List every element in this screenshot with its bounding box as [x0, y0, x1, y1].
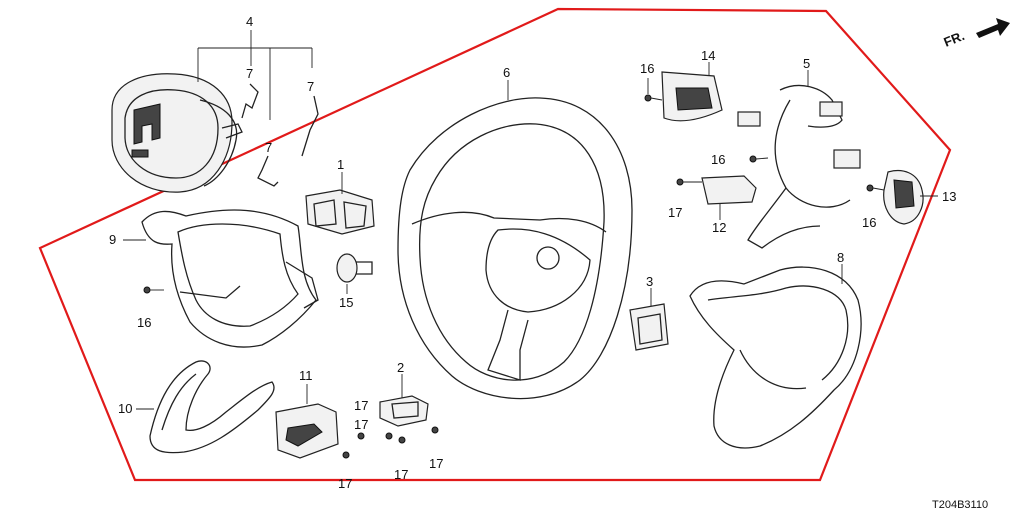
part-switch-11: [275, 403, 339, 459]
callout-16-c: 16: [862, 215, 876, 230]
callout-4: 4: [246, 14, 253, 29]
callout-10: 10: [118, 401, 132, 416]
screw-17-b: [357, 432, 365, 440]
front-direction-arrow: FR.: [942, 18, 1010, 50]
part-bracket-2: [379, 395, 429, 427]
part-connector-12: [701, 175, 757, 205]
part-steering-wheel: [397, 97, 633, 400]
screw-16-a: [644, 94, 663, 102]
callout-13: 13: [942, 189, 956, 204]
callout-17-f: 17: [429, 456, 443, 471]
screw-17-d: [385, 432, 393, 440]
screw-17-e: [398, 436, 406, 444]
part-garnish-10: [149, 360, 275, 454]
callout-7-a: 7: [246, 66, 253, 81]
callout-14: 14: [701, 48, 715, 63]
screw-17-a: [676, 178, 702, 186]
callout-8: 8: [837, 250, 844, 265]
part-paddle-13: [883, 169, 924, 225]
honda-logo-icon: [133, 103, 161, 145]
callout-12: 12: [712, 220, 726, 235]
callout-15: 15: [339, 295, 353, 310]
callout-17-e: 17: [394, 467, 408, 482]
part-wire-spring-a: [241, 83, 259, 119]
callout-7-b: 7: [265, 140, 272, 155]
arrow-icon: [976, 18, 1010, 38]
screw-16-c: [866, 184, 885, 192]
part-wire-harness: [737, 84, 861, 249]
front-label: FR.: [942, 28, 967, 50]
callout-16-d: 16: [137, 315, 151, 330]
screw-16-d: [143, 286, 164, 294]
callout-16-b: 16: [711, 152, 725, 167]
assembly-boundary: [38, 7, 952, 482]
callout-2: 2: [397, 360, 404, 375]
callout-17-a: 17: [668, 205, 682, 220]
callout-9: 9: [109, 232, 116, 247]
callout-16-a: 16: [640, 61, 654, 76]
callout-17-d: 17: [354, 417, 368, 432]
callout-3: 3: [646, 274, 653, 289]
callout-11: 11: [299, 368, 313, 383]
callout-6: 6: [503, 65, 510, 80]
screw-16-b: [749, 155, 769, 163]
part-switch-3: [629, 303, 669, 351]
part-lower-cover: [689, 266, 862, 449]
callout-7-c: 7: [307, 79, 314, 94]
diagram-code: T204B3110: [932, 499, 988, 511]
part-wire-spring-b: [257, 155, 279, 187]
screw-17-f: [431, 426, 439, 434]
part-switch-1: [305, 189, 375, 235]
callout-1: 1: [337, 157, 344, 172]
part-switch-14: [661, 71, 723, 122]
callout-5: 5: [803, 56, 810, 71]
callout-17-b: 17: [354, 398, 368, 413]
callout-17-c: 17: [338, 476, 352, 491]
part-knob: [336, 253, 373, 283]
screw-17-c: [342, 451, 350, 459]
part-wire-spring-c: [301, 95, 319, 157]
part-garnish-9: [141, 209, 319, 348]
part-airbag-module: [111, 73, 243, 193]
